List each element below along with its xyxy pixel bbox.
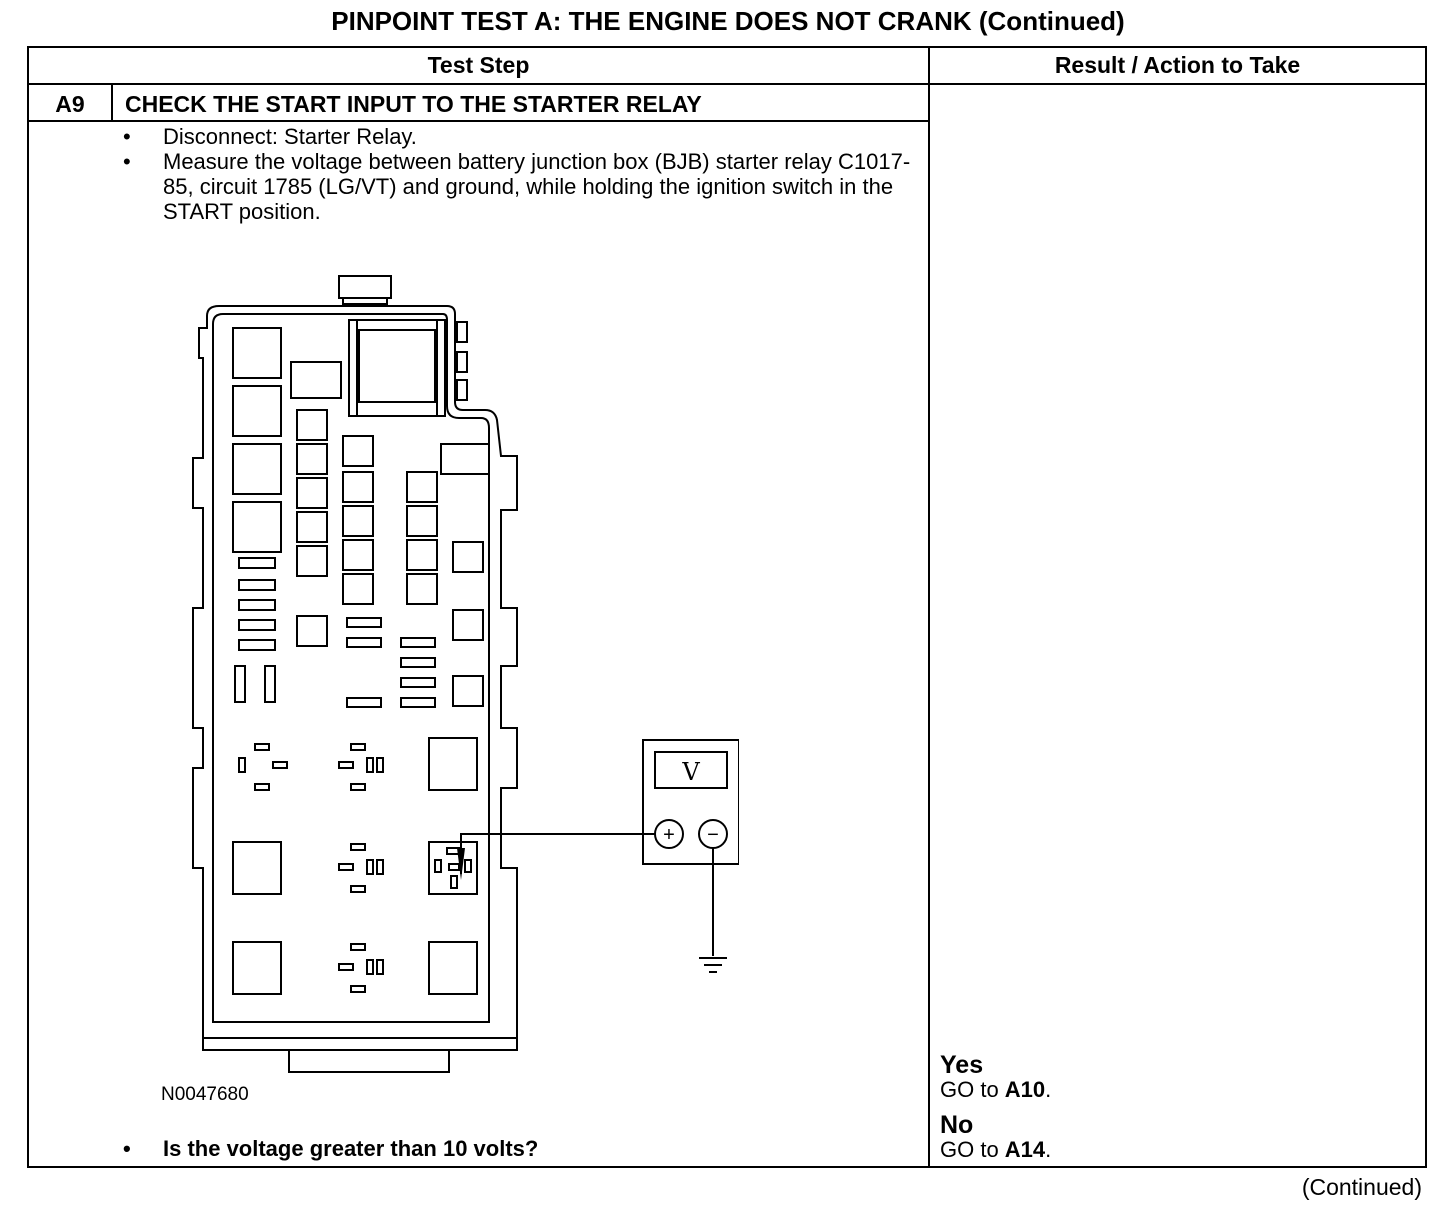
step-question: • Is the voltage greater than 10 volts? [119, 1136, 538, 1162]
meter-minus-terminal: − [707, 824, 719, 846]
page-title: PINPOINT TEST A: THE ENGINE DOES NOT CRA… [331, 6, 1125, 36]
bullet-glyph: • [123, 149, 131, 174]
instruction-item: • Measure the voltage between battery ju… [119, 149, 939, 224]
meter-plus-terminal: + [663, 824, 675, 846]
bullet-glyph: • [123, 1136, 131, 1161]
header-result-action: Result / Action to Take [1054, 52, 1301, 78]
action-suffix: . [1045, 1077, 1052, 1102]
continued-footer: (Continued) [1301, 1174, 1422, 1200]
bullet-glyph: • [123, 124, 131, 149]
result-action: GO to A14. [940, 1138, 1051, 1162]
action-prefix: GO to [940, 1077, 1005, 1102]
step-title: CHECK THE START INPUT TO THE STARTER REL… [125, 91, 702, 117]
result-answer: Yes [940, 1051, 984, 1079]
header-test-step: Test Step [427, 52, 530, 78]
meter-symbol: V [681, 758, 700, 786]
action-target-link[interactable]: A10 [1004, 1077, 1046, 1102]
bjb-diagram: V + − [192, 275, 739, 1073]
action-target-link[interactable]: A14 [1004, 1137, 1046, 1162]
result-no: No GO to A14. [940, 1112, 1051, 1162]
action-suffix: . [1045, 1137, 1052, 1162]
step-instructions: • Disconnect: Starter Relay. • Measure t… [119, 124, 939, 224]
pinpoint-test-table: Test Step Result / Action to Take A9 CHE… [27, 46, 1427, 1168]
figure-id: N0047680 [161, 1084, 249, 1105]
action-prefix: GO to [940, 1137, 1005, 1162]
question-text: Is the voltage greater than 10 volts? [163, 1136, 539, 1161]
instruction-item: • Disconnect: Starter Relay. [119, 124, 939, 149]
result-yes: Yes GO to A10. [940, 1052, 1051, 1102]
step-id: A9 [55, 91, 85, 117]
instruction-text: Measure the voltage between battery junc… [163, 149, 911, 224]
result-answer: No [940, 1111, 974, 1139]
column-divider [928, 48, 930, 1166]
step-title-divider [29, 120, 928, 122]
result-action: GO to A10. [940, 1078, 1051, 1102]
instruction-text: Disconnect: Starter Relay. [163, 124, 417, 149]
header-divider [29, 83, 1425, 85]
step-id-divider [111, 84, 113, 121]
